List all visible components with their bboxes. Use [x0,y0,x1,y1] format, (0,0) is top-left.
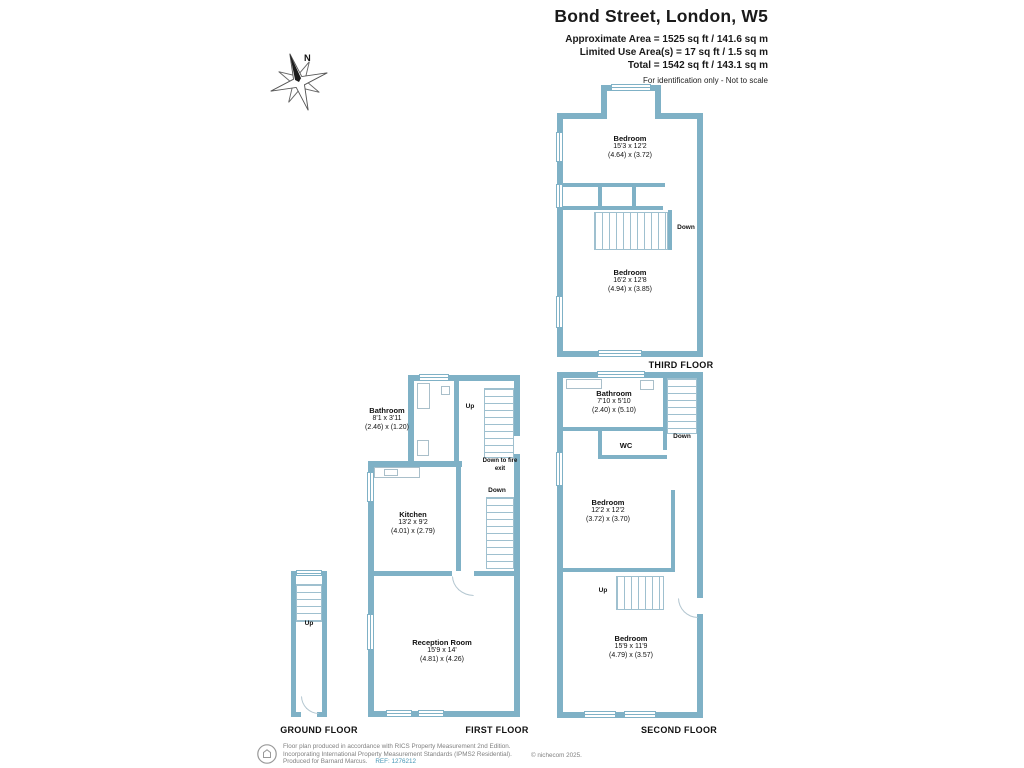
stairs [484,388,514,458]
interior-wall [668,210,672,250]
identification-disclaimer: For identification only - Not to scale [643,76,768,85]
room-label-bedroom-second-1: Bedroom 12'2 x 12'2 (3.72) x (3.70) [586,498,630,523]
interior-wall [563,427,667,431]
compass-north-icon: N [270,53,328,111]
basin-fixture [441,386,450,395]
room-label-bedroom-third-1: Bedroom 15'3 x 12'2 (4.64) x (3.72) [608,134,652,159]
wall-opening [462,461,514,467]
shower-fixture [417,383,430,409]
total-area: Total = 1542 sq ft / 143.1 sq m [627,60,768,71]
window [556,296,563,328]
window [584,711,616,718]
footer-line-3: Produced for Barnard Marcus. REF: 1276212 [283,758,529,766]
up-label: Up [304,620,314,627]
window [419,374,449,381]
floor-caption-first: FIRST FLOOR [465,725,529,735]
room-label-bathroom-first: Bathroom 8'1 x 3'11 (2.46) x (1.20) [365,406,409,431]
sink-fixture [640,380,654,390]
footer-disclaimer: Floor plan produced in accordance with R… [283,743,529,766]
door-opening [301,712,317,717]
door-opening [452,571,474,576]
wc-fixture [417,440,429,456]
window [418,710,444,717]
stairs [594,212,668,250]
up-label: Up [465,403,475,410]
down-to-fire-exit-label: Down to fire exit [482,458,518,472]
interior-wall [454,381,459,461]
room-label-kitchen: Kitchen 13'2 x 9'2 (4.01) x (2.79) [391,510,435,535]
window [296,570,322,576]
window [597,371,645,378]
wall-opening [607,113,655,119]
limited-use-area: Limited Use Area(s) = 17 sq ft / 1.5 sq … [579,47,768,58]
down-label: Down [673,433,691,440]
stairs [296,584,322,622]
floor-caption-third: THIRD FLOOR [648,360,714,370]
window [367,472,374,502]
interior-wall [563,568,675,572]
interior-wall [598,183,602,210]
down-label: Down [488,487,506,494]
header: Bond Street, London, W5 Approximate Area… [430,6,768,85]
compass-n-label: N [304,53,311,63]
interior-wall [456,467,461,573]
room-label-bathroom-second: Bathroom 7'10 x 5'10 (2.40) x (5.10) [592,389,636,414]
copyright-text: © nichecom 2025. [531,752,582,759]
window [598,350,642,357]
door-opening [514,436,520,454]
floor-caption-ground: GROUND FLOOR [280,725,358,735]
interior-wall [663,378,667,450]
window [556,452,563,486]
nichecom-logo-icon [257,744,277,764]
page-title: Bond Street, London, W5 [554,6,768,26]
stairs [616,576,664,610]
window [611,84,651,91]
footer-line-2: Incorporating International Property Mea… [283,750,512,758]
reference-number: REF: 1276212 [375,758,416,765]
produced-for-text: Produced for Barnard Marcus. [283,758,368,765]
interior-wall [374,571,514,576]
window [556,132,563,162]
room-label-bedroom-second-2: Bedroom 15'9 x 11'9 (4.79) x (3.57) [609,634,653,659]
interior-wall [563,183,665,187]
interior-wall [671,490,675,572]
window [624,711,656,718]
approximate-area: Approximate Area = 1525 sq ft / 141.6 sq… [565,34,768,45]
bath-fixture [566,379,602,389]
floor-caption-second: SECOND FLOOR [640,725,718,735]
up-label: Up [598,587,608,594]
down-label: Down [677,224,695,231]
interior-wall [563,206,663,210]
room-label-wc: WC [619,441,633,450]
room-label-bedroom-third-2: Bedroom 16'2 x 12'8 (4.94) x (3.85) [608,268,652,293]
interior-wall [598,431,602,457]
door-opening [697,598,703,614]
interior-wall [632,183,636,210]
room-label-reception: Reception Room 15'9 x 14' (4.81) x (4.26… [412,638,472,663]
footer-line-1: Floor plan produced in accordance with R… [283,743,511,750]
kitchen-sink [384,469,398,476]
interior-wall [598,455,667,459]
stairs [667,378,697,434]
window [386,710,412,717]
window [367,614,374,650]
window [556,184,563,208]
stairs [486,497,514,569]
